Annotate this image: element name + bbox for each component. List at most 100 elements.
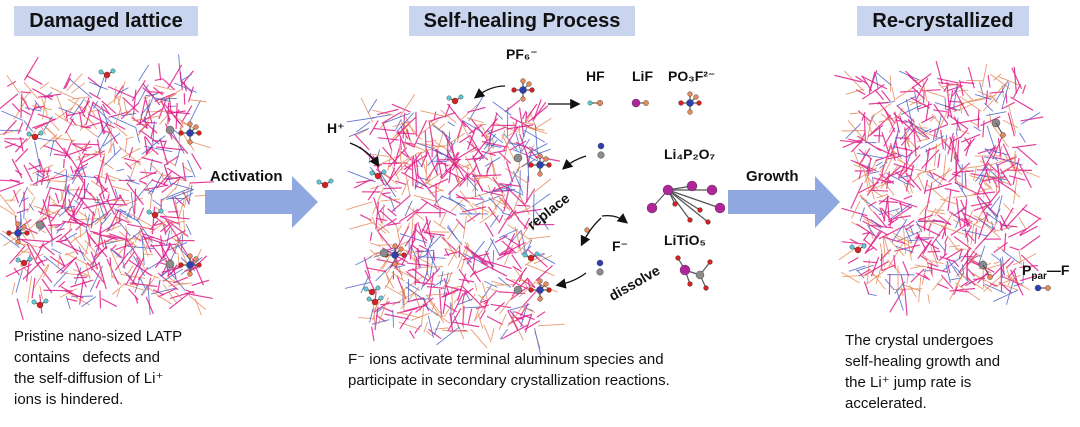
lattice-bond [42,244,55,256]
lattice-bond [172,196,179,219]
lattice-bond [405,270,421,284]
lattice-bond [32,88,53,101]
lattice-bond [185,224,192,235]
lattice-bond [909,285,917,298]
lattice-bond [501,134,516,162]
lattice-bond [27,275,33,303]
lattice-bond [1013,66,1017,94]
lattice-bond [388,147,408,168]
lattice-bond [918,87,946,98]
atom [165,125,175,135]
lattice-bond [31,277,36,299]
lattice-bond [32,121,48,129]
lattice-bond [447,121,455,127]
lattice-bond [396,225,401,243]
lattice-bond [402,151,420,163]
lattice-bond [89,236,108,258]
lattice-bond [917,168,937,175]
lattice-bond [873,211,888,229]
lattice-bond [49,204,65,207]
lattice-bond [125,225,129,235]
ligand [193,124,199,130]
lattice-bond [947,189,952,212]
lattice-bond [960,133,981,143]
lattice-bond [900,274,906,292]
lattice-bond [526,175,529,203]
lattice-bond [414,185,424,190]
lattice-bond [969,120,980,127]
lattice-bond [526,264,555,277]
lattice-bond [1005,279,1015,305]
lattice-bond [955,117,959,136]
lattice-bond [387,208,397,217]
lattice-bond [503,126,519,151]
lattice-bond [887,243,903,269]
o-atom [687,281,693,287]
ligand [401,252,407,258]
lattice-bond [537,323,565,327]
lattice-bond [951,136,961,143]
lattice-bond [174,109,180,118]
f-atom [987,274,993,280]
water-h [363,286,369,292]
lattice-bond [414,256,418,286]
lattice-bond [71,82,86,94]
lattice-bond [1020,275,1037,282]
ppar-p [1034,284,1042,292]
lattice-bond [500,189,516,192]
lattice-bond [490,327,495,340]
caption-left-line2: contains defects and [14,349,160,366]
lattice-bond [922,254,933,264]
lattice-bond [379,210,397,226]
lattice-bond [119,231,139,249]
lattice-bond [440,109,457,124]
lattice-bond [64,118,75,134]
lattice-bond [49,255,65,267]
lattice-bond [961,229,989,237]
lattice-bond [498,252,514,255]
lattice-bond [923,270,933,272]
lattice-bond [179,71,183,91]
lattice-bond [428,298,445,324]
lattice-bond [486,286,497,292]
atom [35,220,45,230]
lattice-bond [845,123,862,140]
lattice-bond [158,89,182,104]
lattice-bond [876,147,895,157]
lattice-bond [65,295,71,310]
lattice-bond [498,228,519,239]
lattice-bond [181,105,193,123]
lattice-bond [474,283,478,292]
lattice-bond [131,79,146,102]
lattice-bond [1013,166,1041,178]
atom [379,248,389,258]
lattice-bond [177,196,186,219]
lattice-bond [510,230,522,243]
lattice-bond [66,186,80,211]
lattice-bond [92,232,118,241]
lattice-bond [842,139,861,148]
lattice-bond [441,233,457,259]
lattice-bond [397,312,421,319]
arrow-fminus [580,217,602,247]
lattice-bond [127,175,133,183]
lattice-bond [128,147,134,159]
lattice-bond [107,138,116,154]
lattice-bond [124,272,133,279]
lattice-bond [863,260,878,264]
lattice-bond [936,283,949,290]
ligand [537,278,543,284]
lattice-bond [514,226,522,253]
lattice-bond [955,152,957,176]
lattice-bond [492,101,512,116]
lattice-bond [523,217,531,230]
panel-title-recrystallized: Re-crystallized [857,6,1029,36]
lattice-bond [508,238,521,247]
lattice-bond [525,111,528,124]
lattice-bond [152,120,155,145]
lattice-bond [432,124,452,140]
lattice-bond [447,221,461,240]
lattice-bond [419,258,431,265]
lattice-bond [1012,253,1037,266]
lattice-bond [414,181,419,190]
